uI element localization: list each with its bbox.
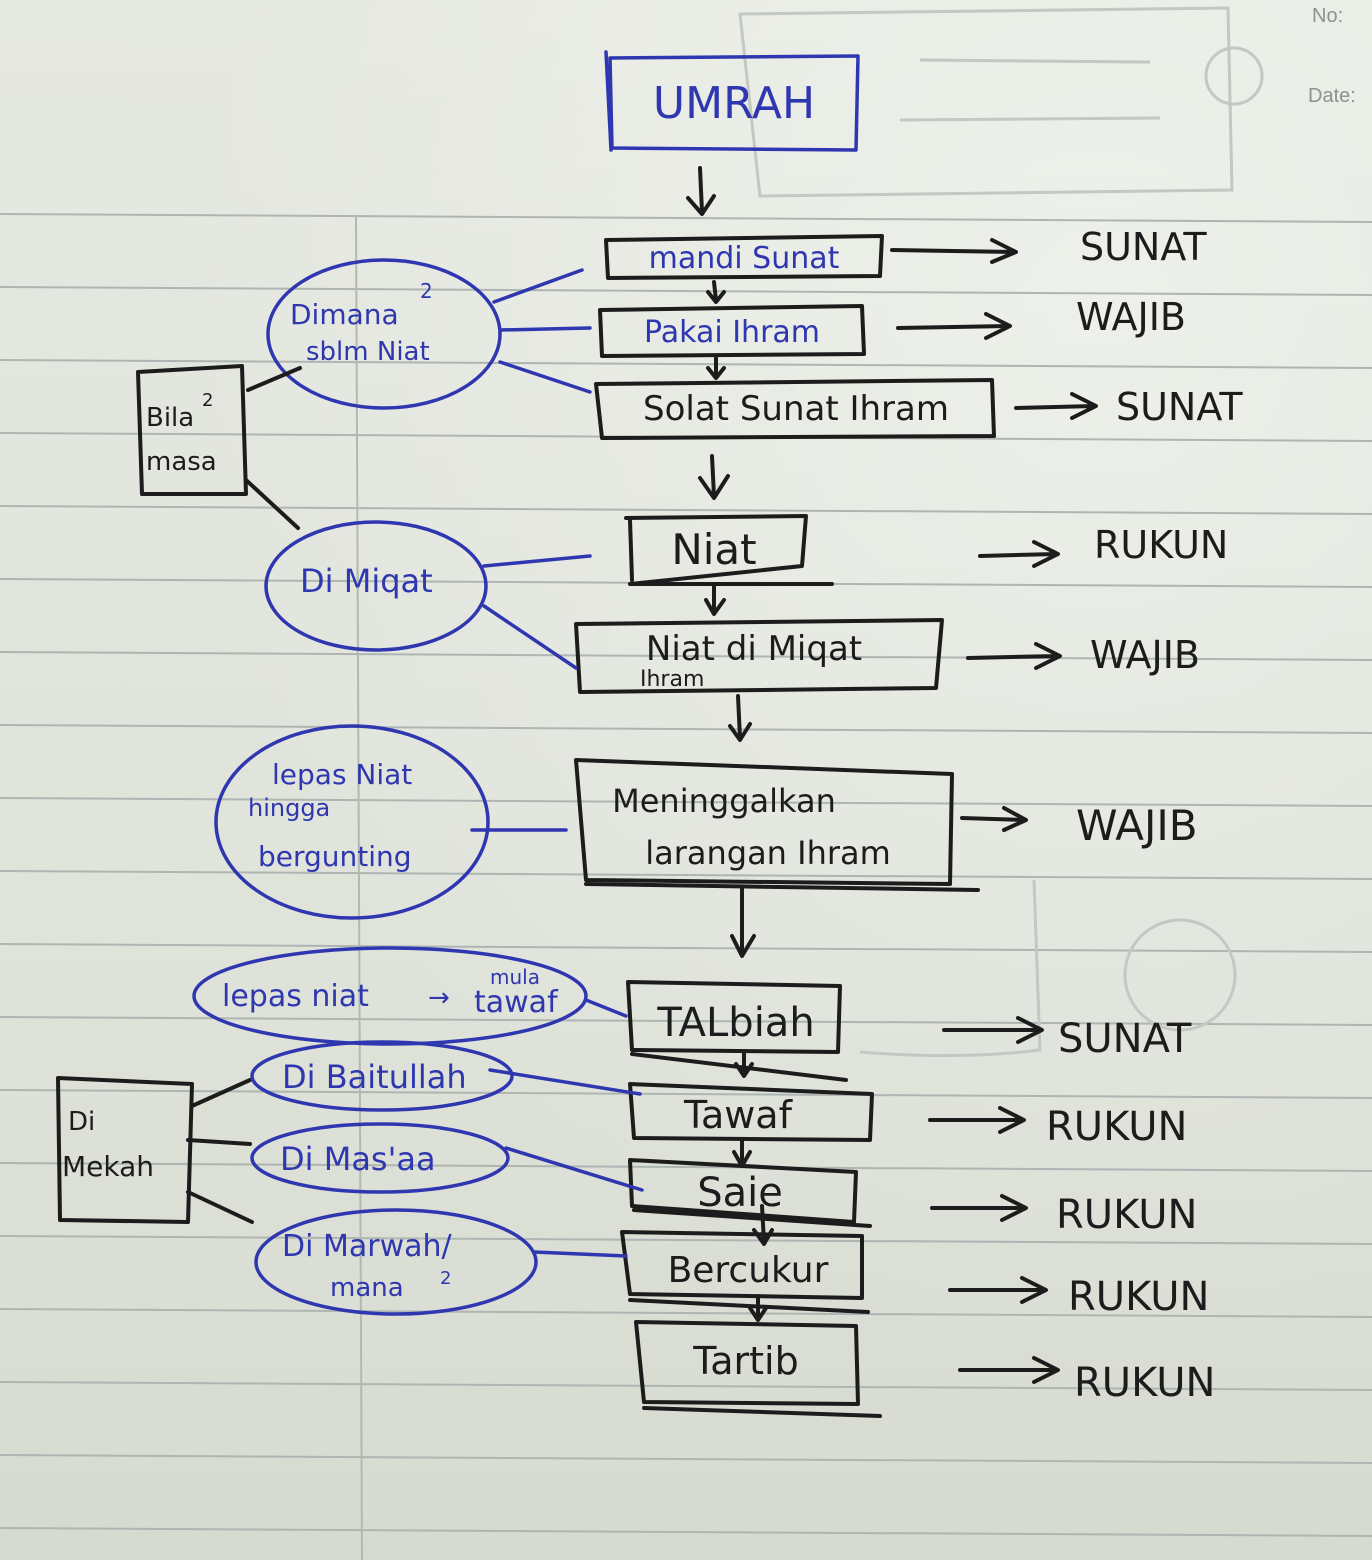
note-sup: 2 [202, 390, 213, 411]
note-text: Di Miqat [300, 562, 433, 600]
step-status: SUNAT [1058, 1016, 1192, 1062]
ruled-line [0, 505, 1372, 515]
ruled-line [0, 1454, 1372, 1464]
step-label-line-1: Meninggalkan [612, 782, 836, 820]
note-text: Di Baitullah [282, 1058, 467, 1096]
margin-line [355, 214, 363, 1560]
note-di-baitullah: Di Baitullah [250, 1040, 642, 1112]
ruled-line [0, 943, 1372, 953]
step-status: RUKUN [1094, 523, 1228, 567]
step-tartib: Tartib RUKUN [634, 1320, 1215, 1418]
step-status: RUKUN [1046, 1104, 1187, 1150]
step-status: RUKUN [1074, 1360, 1215, 1406]
note-line-1: Dimana [290, 298, 399, 331]
note-sup: 2 [440, 1268, 451, 1289]
step-label: Saie [697, 1170, 783, 1216]
no-label: No: [1312, 5, 1343, 27]
ruled-line [0, 870, 1372, 880]
ruled-line [0, 1308, 1372, 1318]
note-sup: 2 [420, 279, 433, 303]
note-di-mekah: Di Mekah [56, 1076, 254, 1224]
ruled-line [0, 286, 1372, 296]
step-label: Bercukur [668, 1250, 829, 1291]
step-status: WAJIB [1076, 295, 1186, 339]
step-status: SUNAT [1080, 225, 1207, 269]
note-line-2: masa [146, 447, 217, 477]
step-status: WAJIB [1076, 801, 1198, 850]
note-small: mula [490, 965, 540, 989]
ruled-line [0, 651, 1372, 661]
step-label: Niat [671, 525, 756, 574]
note-arrow: → [428, 983, 450, 1013]
ruled-line [0, 1527, 1372, 1537]
step-label: Pakai Ihram [644, 315, 820, 350]
step-status: RUKUN [1068, 1274, 1209, 1320]
ruled-line [0, 724, 1372, 734]
step-sublabel: Ihram [640, 667, 704, 692]
note-line-1: lepas Niat [272, 758, 412, 791]
step-meninggalkan-larangan-ihram: Meninggalkan larangan Ihram WAJIB [574, 758, 1198, 892]
step-label: Tartib [692, 1339, 798, 1383]
step-label: Solat Sunat Ihram [643, 389, 949, 429]
step-saie: Saie RUKUN [628, 1158, 1197, 1238]
step-mandi-sunat: mandi Sunat SUNAT [604, 225, 1207, 280]
ruled-line [0, 1235, 1372, 1245]
ruled-line [0, 1162, 1372, 1172]
ruled-line [0, 797, 1372, 807]
umrah-title: UMRAH [653, 78, 815, 129]
step-niat-di-miqat: Niat di Miqat Ihram WAJIB [574, 618, 1200, 694]
bleed-through-marks [738, 6, 1264, 1058]
step-bercukur: Bercukur RUKUN [620, 1230, 1209, 1320]
step-status: WAJIB [1090, 633, 1200, 677]
note-di-masaa: Di Mas'aa [250, 1122, 644, 1194]
note-text: lepas niat [222, 979, 369, 1014]
note-line-2: hingga [248, 794, 330, 822]
step-status: SUNAT [1116, 385, 1243, 429]
ruled-line [0, 1381, 1372, 1391]
note-line-1: Bila [146, 403, 194, 433]
note-bila-masa: Bila 2 masa [136, 364, 302, 530]
step-label: mandi Sunat [649, 241, 840, 276]
note-line-3: bergunting [258, 840, 412, 873]
note-lepas-niat-hingga-bergunting: lepas Niat hingga bergunting [214, 724, 568, 920]
step-talbiah: TALbiah SUNAT [626, 980, 1192, 1082]
ruled-line [0, 213, 1372, 223]
note-line-2: sblm Niat [306, 337, 430, 367]
note-after: tawaf [474, 985, 559, 1020]
note-lepas-niat-mula-tawaf: lepas niat → mula tawaf [192, 946, 628, 1046]
note-line-1: Di Marwah/ [282, 1229, 453, 1264]
note-text: Di Mas'aa [280, 1140, 436, 1178]
step-label: TALbiah [656, 1000, 814, 1046]
note-line-2: mana [330, 1273, 404, 1303]
step-label-line-2: larangan Ihram [645, 834, 891, 872]
ruled-lines [0, 213, 1372, 1537]
note-line-2: Mekah [62, 1150, 154, 1183]
step-tawaf: Tawaf RUKUN [628, 1082, 1187, 1150]
note-di-miqat: Di Miqat [264, 520, 592, 670]
step-pakai-ihram: Pakai Ihram WAJIB [598, 295, 1186, 358]
ruled-line [0, 359, 1372, 369]
date-label: Date: [1308, 85, 1356, 107]
step-label: Niat di Miqat [646, 629, 862, 669]
note-di-marwah-mana: Di Marwah/ mana 2 [254, 1208, 628, 1316]
step-status: RUKUN [1056, 1192, 1197, 1238]
ruled-line [0, 1016, 1372, 1026]
step-solat-sunat-ihram: Solat Sunat Ihram SUNAT [594, 378, 1243, 440]
note-dimana-sblm-niat: Dimana 2 sblm Niat [266, 258, 592, 410]
umrah-title-box: UMRAH [604, 50, 860, 152]
note-line-1: Di [68, 1107, 95, 1137]
step-niat: Niat RUKUN [624, 514, 1228, 586]
step-label: Tawaf [683, 1093, 794, 1137]
